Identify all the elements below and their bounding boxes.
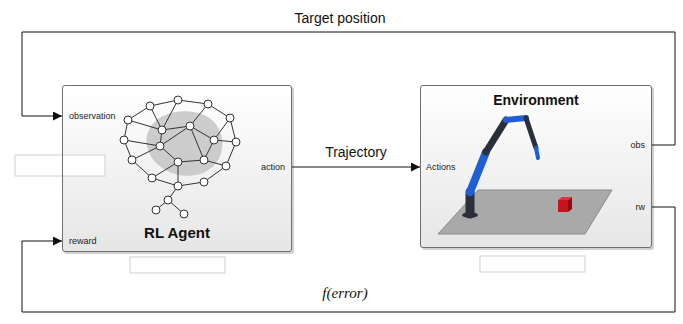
port-label: reward (69, 236, 97, 247)
neural-network-icon (120, 96, 240, 218)
environment-box: EnvironmentActions obs rw (420, 85, 652, 248)
edge-label: Trajectory (322, 144, 390, 161)
environment-ground (420, 85, 652, 248)
connector-arrow (22, 207, 675, 312)
port-label: rw (636, 202, 646, 213)
agent-box: observation reward action RL Agent (62, 85, 292, 252)
robot-scene (438, 118, 612, 234)
edge-label: f(error) (319, 284, 370, 302)
blank-box (130, 257, 225, 273)
connector-arrow (22, 32, 675, 145)
port-label: Actions (426, 162, 456, 173)
box-title: Environment (493, 92, 579, 109)
box-title: RL Agent (144, 224, 210, 242)
port-label: obs (630, 140, 645, 151)
port-label: action (261, 162, 285, 173)
blank-box (15, 155, 105, 176)
edge-label: Target position (291, 10, 388, 27)
connector-arrow (292, 167, 420, 168)
port-label: observation (69, 111, 116, 122)
blank-box (480, 256, 585, 272)
